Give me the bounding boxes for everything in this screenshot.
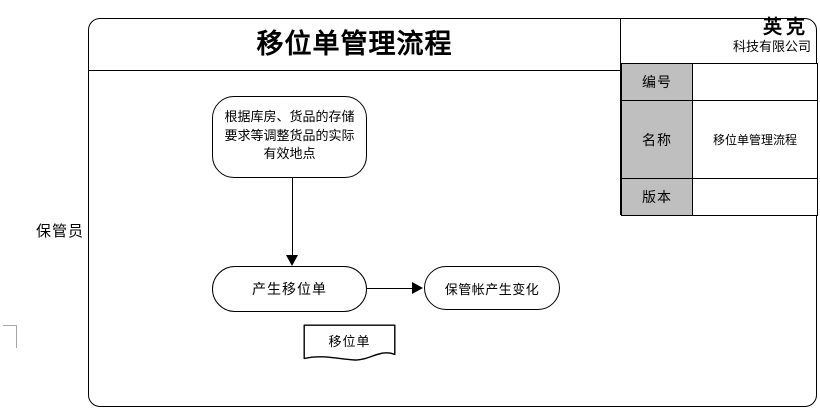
connector-generate-to-account [367,288,414,289]
info-value-code [692,63,818,101]
flow-node-generate-transfer-order[interactable]: 产生移位单 [212,266,367,312]
swimlane-label-custodian: 保管员 [36,222,85,240]
company-name: 英克 [762,16,809,38]
page-title-text: 移位单管理流程 [256,29,453,60]
corner-mark-icon [3,325,17,348]
table-row: 编号 [621,63,818,101]
info-label-version: 版本 [621,178,693,216]
flow-node-start[interactable]: 根据库房、货品的存储 要求等调整货品的实际 有效地点 [212,96,367,178]
document-info-table: 编号 名称 移位单管理流程 版本 [621,63,818,216]
flow-node-transfer-order-document[interactable]: 移位单 [303,324,396,363]
connector-start-to-generate [292,178,293,258]
arrowhead-right-icon [412,282,423,294]
flow-node-custody-account-change-label: 保管帐产生变化 [444,282,540,298]
info-label-name: 名称 [621,100,693,179]
flow-node-start-label: 根据库房、货品的存储 要求等调整货品的实际 有效地点 [224,109,355,163]
flow-node-custody-account-change[interactable]: 保管帐产生变化 [424,266,560,310]
company-logo: 英克 科技有限公司 [621,16,817,63]
flow-node-generate-transfer-order-label: 产生移位单 [252,282,327,298]
info-label-code: 编号 [621,63,693,101]
document-shape-icon [303,324,396,361]
info-value-name: 移位单管理流程 [692,100,818,179]
company-suffix: 科技有限公司 [732,39,811,55]
table-row: 版本 [621,178,818,216]
flow-node-transfer-order-document-label: 移位单 [328,335,371,350]
header-vertical-divider [620,18,621,215]
page-title: 移位单管理流程 [88,18,621,71]
info-value-version [692,178,818,216]
header-divider [88,70,621,71]
table-row: 名称 移位单管理流程 [621,100,818,179]
arrowhead-down-icon [286,255,298,266]
